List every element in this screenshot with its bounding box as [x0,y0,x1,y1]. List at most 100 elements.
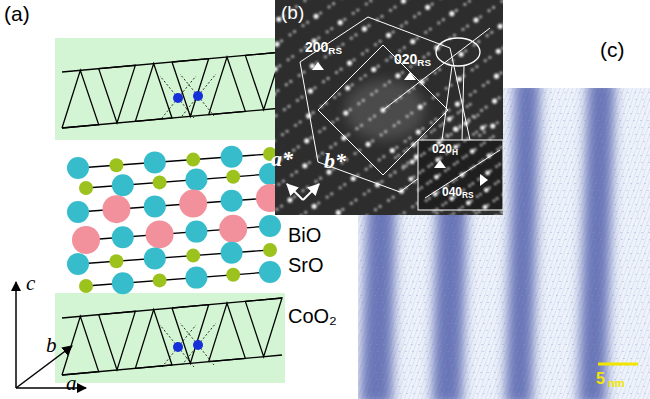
atomic-corrugation [560,393,562,394]
atom [67,253,89,275]
atomic-corrugation [614,274,616,275]
atomic-corrugation [525,148,527,149]
atomic-corrugation [627,232,629,233]
atom [221,190,243,212]
atomic-corrugation [465,260,467,261]
atomic-corrugation [371,393,373,394]
atomic-corrugation [595,148,597,149]
atomic-corrugation [592,92,594,93]
atomic-corrugation [558,204,560,205]
atomic-corrugation [557,337,559,338]
atomic-corrugation [536,197,538,198]
atomic-corrugation [571,372,573,373]
atomic-corrugation [509,99,511,100]
atomic-corrugation [566,141,568,142]
atomic-corrugation [405,316,407,317]
atomic-corrugation [543,127,545,128]
atomic-corrugation [409,365,411,366]
atomic-corrugation [433,351,435,352]
atomic-corrugation [377,281,379,282]
atomic-corrugation [508,267,510,268]
atomic-corrugation [427,253,429,254]
atomic-corrugation [385,358,387,359]
atomic-corrugation [405,351,407,352]
atomic-corrugation [361,267,363,268]
atomic-corrugation [480,302,482,303]
atomic-corrugation [634,232,636,233]
atomic-corrugation [524,386,526,387]
atomic-corrugation [374,295,376,296]
atomic-corrugation [368,232,370,233]
atomic-corrugation [381,295,383,296]
atomic-corrugation [549,155,551,156]
atomic-corrugation [493,330,495,331]
atomic-corrugation [595,358,597,359]
atomic-corrugation [593,344,595,345]
atomic-corrugation [584,260,586,261]
atomic-corrugation [574,113,576,114]
central-glow [345,80,425,140]
atomic-corrugation [432,274,434,275]
atomic-corrugation [565,379,567,380]
atomic-corrugation [529,197,531,198]
atom [109,254,123,268]
atomic-corrugation [550,127,552,128]
atomic-corrugation [635,169,637,170]
atomic-corrugation [585,92,587,93]
atomic-corrugation [634,127,636,128]
atomic-corrugation [579,274,581,275]
atomic-corrugation [510,316,512,317]
octahedron-edge [62,108,282,128]
cobalt-atom [193,340,203,350]
atomic-corrugation [439,274,441,275]
atomic-corrugation [563,190,565,191]
atomic-corrugation [649,204,650,205]
coo2-band [55,38,285,140]
atomic-corrugation [411,309,413,310]
atomic-corrugation [466,337,468,338]
atomic-corrugation [474,239,476,240]
atomic-corrugation [447,351,449,352]
atomic-corrugation [599,197,601,198]
atomic-corrugation [531,176,533,177]
atomic-corrugation [468,246,470,247]
atomic-corrugation [516,344,518,345]
atomic-corrugation [634,302,636,303]
atomic-corrugation [615,211,617,212]
atomic-corrugation [446,309,448,310]
atomic-corrugation [622,211,624,212]
diffraction-spot [341,208,344,211]
atomic-corrugation [503,176,505,177]
atomic-corrugation [551,204,553,205]
atomic-corrugation [612,295,614,296]
atomic-corrugation [420,288,422,289]
atomic-corrugation [371,358,373,359]
atomic-corrugation [620,127,622,128]
atomic-corrugation [649,239,650,240]
atomic-corrugation [642,379,644,380]
atomic-corrugation [396,267,398,268]
atomic-corrugation [370,316,372,317]
atomic-corrugation [411,274,413,275]
atomic-corrugation [517,281,519,282]
atomic-corrugation [608,246,610,247]
atom [186,249,200,263]
atomic-corrugation [503,281,505,282]
atomic-corrugation [585,267,587,268]
atomic-corrugation [474,309,476,310]
atomic-corrugation [649,274,650,275]
atomic-corrugation [447,246,449,247]
atomic-corrugation [539,253,541,254]
atomic-corrugation [397,309,399,310]
atomic-corrugation [579,204,581,205]
atomic-corrugation [490,323,492,324]
atomic-corrugation [504,148,506,149]
atomic-corrugation [479,260,481,261]
atomic-corrugation [635,134,637,135]
atomic-corrugation [433,281,435,282]
diffraction-spot [317,201,320,204]
atomic-corrugation [545,386,547,387]
atomic-corrugation [530,239,532,240]
atomic-corrugation [368,302,370,303]
atomic-corrugation [640,295,642,296]
